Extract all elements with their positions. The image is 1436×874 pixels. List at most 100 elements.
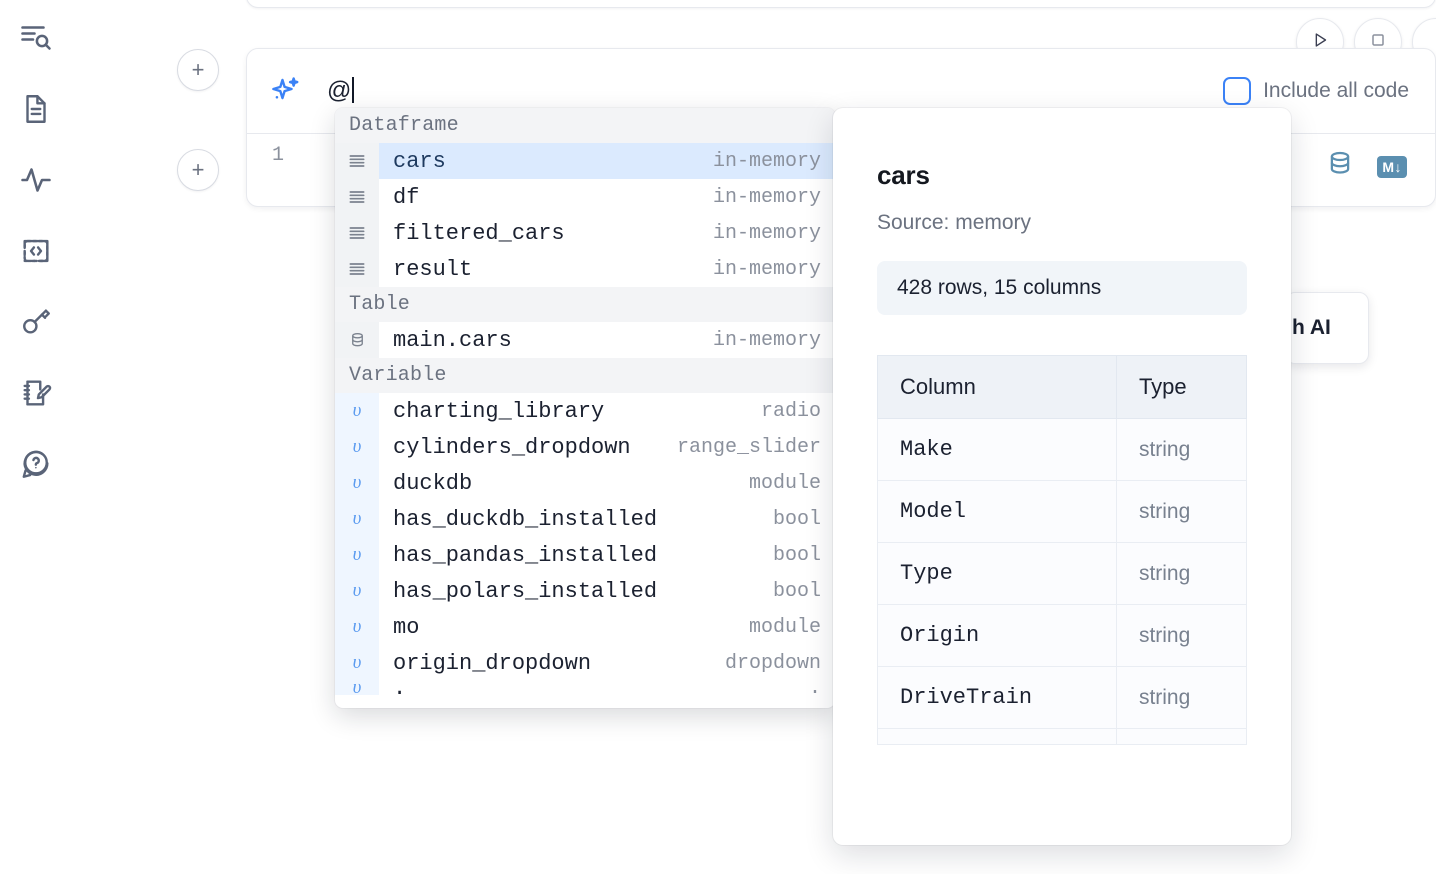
variable-icon: υ xyxy=(335,393,379,429)
autocomplete-group-header: Table xyxy=(335,287,835,322)
autocomplete-item-type: in-memory xyxy=(712,257,821,281)
detail-title: cars xyxy=(877,160,930,190)
table-cell-type: string xyxy=(1115,604,1248,667)
autocomplete-item-type: bool xyxy=(772,507,821,531)
variable-icon: υ xyxy=(335,681,379,695)
add-cell-below-button[interactable]: + xyxy=(177,149,219,191)
autocomplete-item-type: bool xyxy=(772,543,821,567)
sidebar-item-scratchpad[interactable] xyxy=(14,371,58,415)
sidebar-rail xyxy=(0,0,72,874)
ai-prompt-input[interactable]: @ xyxy=(327,77,355,105)
add-cell-above-button[interactable]: + xyxy=(177,49,219,91)
autocomplete-item-name: cars xyxy=(393,148,446,174)
text-caret xyxy=(352,77,355,103)
autocomplete-item-body: .. xyxy=(379,681,835,695)
include-all-code-label: Include all code xyxy=(1263,79,1409,102)
autocomplete-item-clipped[interactable]: υ.. xyxy=(335,681,835,695)
variable-icon: υ xyxy=(335,573,379,609)
database-icon[interactable] xyxy=(1325,149,1355,184)
activity-icon xyxy=(18,162,54,198)
autocomplete-item-name: df xyxy=(393,184,420,210)
dataframe-icon xyxy=(335,179,379,215)
play-icon xyxy=(1309,29,1331,56)
sidebar-item-secrets[interactable] xyxy=(14,300,58,344)
sidebar-item-explore[interactable] xyxy=(14,16,58,60)
sidebar-item-notebook[interactable] xyxy=(14,87,58,131)
autocomplete-item-name: has_polars_installed xyxy=(393,578,658,604)
generate-with-ai-label: h AI xyxy=(1292,316,1331,339)
table-column-header: Column xyxy=(877,355,1117,419)
table-cell-column xyxy=(877,728,1117,745)
table-cell-type xyxy=(1115,728,1248,745)
table-cell-type: string xyxy=(1115,480,1248,543)
autocomplete-item-body: has_duckdb_installed bool xyxy=(379,501,835,537)
generate-with-ai-card[interactable]: h AI xyxy=(1285,292,1369,364)
autocomplete-item-name: has_duckdb_installed xyxy=(393,506,658,532)
variable-icon: υ xyxy=(335,429,379,465)
plus-icon: + xyxy=(191,157,205,182)
autocomplete-item-type: dropdown xyxy=(724,651,821,675)
autocomplete-item-name: result xyxy=(393,256,473,282)
autocomplete-item-type: bool xyxy=(772,579,821,603)
key-icon xyxy=(19,305,53,339)
autocomplete-item[interactable]: υ has_duckdb_installed bool xyxy=(335,501,835,537)
detail-source: Source: memory xyxy=(877,211,1032,234)
sparkle-icon xyxy=(269,74,303,108)
autocomplete-item-type: module xyxy=(748,471,821,495)
sidebar-item-snippets[interactable] xyxy=(14,229,58,273)
previous-cell[interactable] xyxy=(246,0,1436,8)
autocomplete-item-type: . xyxy=(808,681,821,695)
autocomplete-item-body: has_polars_installed bool xyxy=(379,573,835,609)
table-cell-column: Make xyxy=(877,418,1117,481)
sidebar-item-help[interactable] xyxy=(14,442,58,486)
autocomplete-item-type: module xyxy=(748,615,821,639)
include-all-code-control[interactable]: Include all code xyxy=(1223,77,1409,105)
table-cell-type: string xyxy=(1115,418,1248,481)
ai-prompt-row: @ Include all code xyxy=(247,49,1435,133)
variable-icon: υ xyxy=(335,537,379,573)
autocomplete-item-type: in-memory xyxy=(712,221,821,245)
autocomplete-item-name: charting_library xyxy=(393,398,605,424)
code-brackets-icon xyxy=(19,234,53,268)
table-cell-column: DriveTrain xyxy=(877,666,1117,729)
autocomplete-item-name: duckdb xyxy=(393,470,473,496)
markdown-icon[interactable]: M↓ xyxy=(1377,155,1407,178)
autocomplete-item[interactable]: υ has_polars_installed bool xyxy=(335,573,835,609)
table-column-header: Type xyxy=(1115,355,1248,419)
autocomplete-item-type: in-memory xyxy=(712,328,821,352)
dataframe-icon xyxy=(335,251,379,287)
autocomplete-item-type: range_slider xyxy=(676,435,821,459)
autocomplete-group-header: Dataframe xyxy=(335,108,835,143)
notepad-edit-icon xyxy=(19,376,53,410)
code-editor-row[interactable]: 1 xyxy=(247,134,1435,206)
table-cell-type: string xyxy=(1115,542,1248,605)
line-number: 1 xyxy=(271,144,284,167)
autocomplete-item[interactable]: result in-memory xyxy=(335,251,835,287)
variable-icon: υ xyxy=(335,501,379,537)
dataframe-icon xyxy=(335,143,379,179)
include-all-code-checkbox[interactable] xyxy=(1223,77,1252,105)
help-question-icon xyxy=(19,447,53,481)
sidebar-item-activity[interactable] xyxy=(14,158,58,202)
